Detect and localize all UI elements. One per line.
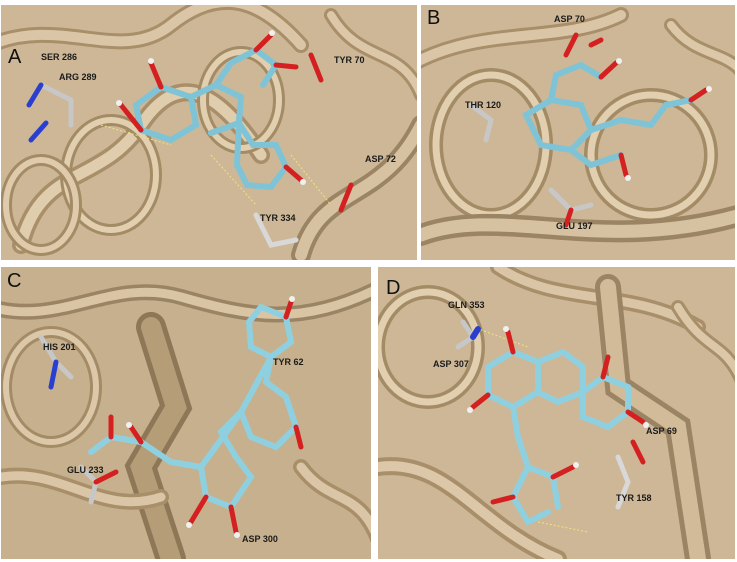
residue-label: TYR 158 bbox=[616, 493, 652, 503]
panel-label: C bbox=[7, 270, 22, 292]
docking-scene-a bbox=[1, 5, 417, 260]
residue-label: ASP 69 bbox=[646, 426, 677, 436]
residue-label: ASP 72 bbox=[365, 154, 396, 164]
residue-label: TYR 334 bbox=[260, 213, 296, 223]
panel-label: A bbox=[8, 46, 22, 68]
residue-label: ARG 289 bbox=[59, 72, 97, 82]
residue-label: THR 120 bbox=[465, 100, 502, 110]
panel-label: B bbox=[427, 7, 441, 29]
residue-label: HIS 201 bbox=[43, 342, 76, 352]
panel-b: B ASP 70 THR 120 GLU 197 bbox=[421, 5, 735, 260]
residue-label: GLU 197 bbox=[556, 221, 593, 231]
residue-label: ASP 307 bbox=[433, 359, 469, 369]
docking-scene-c bbox=[1, 267, 371, 559]
panel-c: C HIS 201 TYR 62 GLU 233 ASP 300 bbox=[1, 267, 371, 559]
residue-label: SER 286 bbox=[41, 52, 78, 62]
residue-label: TYR 70 bbox=[334, 55, 365, 65]
panel-label: D bbox=[386, 277, 401, 299]
panel-a: A SER 286 ARG 289 TYR 70 ASP 72 TYR 334 bbox=[1, 5, 417, 260]
panel-d: D GLN 353 ASP 307 ASP 69 TYR 158 bbox=[378, 267, 735, 559]
residue-label: TYR 62 bbox=[273, 357, 304, 367]
residue-label: ASP 300 bbox=[242, 534, 278, 544]
residue-label: GLN 353 bbox=[448, 300, 485, 310]
docking-scene-d bbox=[378, 267, 735, 559]
residue-label: GLU 233 bbox=[67, 465, 104, 475]
docking-scene-b bbox=[421, 5, 735, 260]
residue-label: ASP 70 bbox=[554, 14, 585, 24]
